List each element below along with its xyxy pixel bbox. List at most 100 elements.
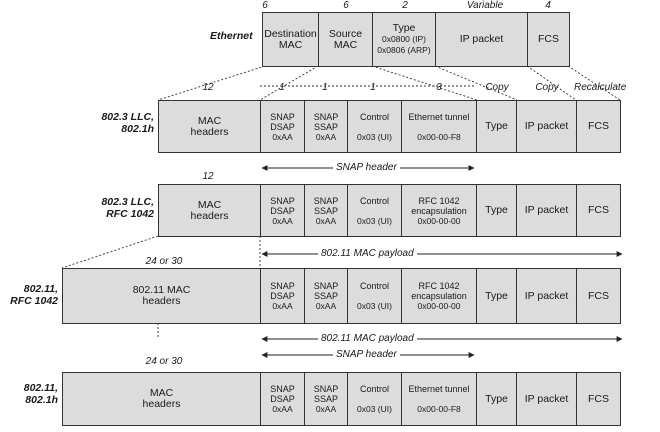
note-size-12-b: 12 [202,171,214,182]
row4-mac-headers-line1: MAC [149,387,174,399]
row2-label: 802.3 LLC, RFC 1042 [90,196,154,220]
row3-control: Control 0x03 (UI) [347,268,402,324]
ethernet-size-src: 6 [343,0,349,11]
row4-control-line1: Control [359,384,389,394]
row1-control-line2: 0x03 (UI) [357,131,392,142]
row4-control: Control 0x03 (UI) [347,372,402,426]
row1-label-line2: 802.1h [121,123,154,135]
ethernet-dst-mac: Destination MAC [262,12,319,67]
row4-snap-dsap-line3: 0xAA [272,404,293,414]
row4-encapsulation-line2: 0x00-00-F8 [417,404,461,414]
row4-label: 802.11, 802.1h [0,382,58,406]
ethernet-ip-packet: IP packet [435,12,528,67]
row2-mac-headers-line1: MAC [197,198,222,211]
ethernet-ip-packet-line1: IP packet [459,33,504,45]
row1-snap-ssap-line2: SSAP [313,121,338,132]
row2-mac-headers: MAC headers [158,184,261,237]
row4-snap-ssap-line3: 0xAA [315,404,337,414]
row2-snap-ssap: SNAP SSAP 0xAA [304,184,348,237]
row2-control: Control 0x03 (UI) [347,184,402,237]
payload-arrow-label-1: 802.11 MAC payload [318,248,417,259]
row3-snap-dsap-line3: 0xAA [272,301,293,311]
note-size-1-c: 1 [370,82,376,93]
row4-encapsulation: Ethernet tunnel 0x00-00-F8 [401,372,477,426]
note-size-24-a: 24 or 30 [145,256,183,267]
row3-mac-headers-line1: 802.11 MAC [132,284,191,296]
ethernet-fcs-line1: FCS [538,33,559,45]
ethernet-size-type: 2 [402,0,408,11]
row3-mac-headers-line2: headers [142,295,181,307]
row2-fcs: FCS [576,184,621,237]
row3-mac-headers: 802.11 MAC headers [62,268,261,324]
row2-mac-headers-line2: headers [190,209,229,222]
row4-control-line2: 0x03 (UI) [357,404,392,414]
ethernet-label: Ethernet [210,30,253,42]
ethernet-src-mac-line2: MAC [333,38,358,51]
row3-fcs: FCS [576,268,621,324]
ethernet-type: Type 0x0800 (IP) 0x0806 (ARP) [372,12,436,67]
row4-fcs: FCS [576,372,621,426]
snap-header-arrow-label-1: SNAP header [333,162,400,173]
row3-snap-dsap: SNAP DSAP 0xAA [260,268,305,324]
row1-snap-ssap: SNAP SSAP 0xAA [304,100,348,153]
row4-label-line2: 802.1h [25,394,58,406]
row3-encapsulation-line1: RFC 1042 [418,281,460,291]
row2-type: Type [476,184,517,237]
ethernet-dst-mac-line2: MAC [278,38,303,51]
row1-snap-dsap-line2: DSAP [270,121,295,132]
row4-mac-headers: MAC headers [62,372,261,426]
row2-label-line1: 802.3 LLC, [101,196,154,208]
row4-label-line1: 802.11, [23,382,58,394]
row4-type: Type [476,372,517,426]
row2-label-line2: RFC 1042 [106,208,154,220]
ethernet-mapping-lines [157,65,621,101]
row4-mac-headers-line2: headers [142,398,181,410]
row2-snap-dsap-line1: SNAP [270,195,295,206]
row1-label-line1: 802.3 LLC, [101,111,154,123]
note-recalculate: Recalculate [574,82,627,93]
row2-snap-ssap-line1: SNAP [313,195,339,206]
ethernet-dst-mac-line1: Destination [264,27,317,40]
row4-encapsulation-line1: Ethernet tunnel [408,384,470,394]
snap-header-arrow-label-2: SNAP header [333,349,400,360]
row3-encapsulation: RFC 1042 encapsulation 0x00-00-00 [401,268,477,324]
row3-snap-ssap-line1: SNAP [313,281,339,291]
row3-label: 802.11, RFC 1042 [0,283,58,307]
row4-snap-ssap-line2: SSAP [313,394,338,404]
ethernet-fcs: FCS [527,12,570,67]
note-size-24-b: 24 or 30 [145,356,183,367]
row3-snap-dsap-line2: DSAP [270,291,295,301]
row3-snap-ssap-line2: SSAP [313,291,338,301]
row4-snap-dsap: SNAP DSAP 0xAA [260,372,305,426]
row1-label: 802.3 LLC, 802.1h [90,111,154,135]
row2-snap-ssap-line2: SSAP [313,205,338,216]
row2-encapsulation-line2: encapsulation [411,205,467,216]
row1-mac-headers: MAC headers [158,100,261,153]
ethernet-size-dst: 6 [262,0,268,11]
row3-label-line1: 802.11, [23,283,58,295]
row1-snap-dsap-line3: 0xAA [272,131,293,142]
row4-snap-dsap-line2: DSAP [270,394,295,404]
row3-snap-dsap-line1: SNAP [270,281,295,291]
ethernet-src-mac: Source MAC [318,12,373,67]
row2-encapsulation-line3: 0x00-00-00 [417,215,461,226]
row1-snap-dsap-line1: SNAP [270,111,295,122]
row2-encapsulation: RFC 1042 encapsulation 0x00-00-00 [401,184,477,237]
row1-snap-ssap-line3: 0xAA [315,131,337,142]
row3-control-line2: 0x03 (UI) [357,301,392,311]
note-size-1-b: 1 [322,82,328,93]
ethernet-size-fcs: 4 [545,0,551,11]
row2-snap-dsap-line2: DSAP [270,205,295,216]
note-size-12-a: 12 [202,82,214,93]
ethernet-type-line2: 0x0800 (IP) [382,34,426,44]
row2-snap-dsap: SNAP DSAP 0xAA [260,184,305,237]
row4-snap-ssap: SNAP SSAP 0xAA [304,372,348,426]
row3-control-line1: Control [359,281,389,291]
row2-control-line2: 0x03 (UI) [357,215,392,226]
row3-encapsulation-line2: encapsulation [411,291,467,301]
row1-snap-ssap-line1: SNAP [313,111,339,122]
row1-type: Type [476,100,517,153]
ethernet-src-mac-line1: Source [328,27,363,40]
payload-arrow-label-2: 802.11 MAC payload [318,333,417,344]
row2-snap-dsap-line3: 0xAA [272,215,293,226]
